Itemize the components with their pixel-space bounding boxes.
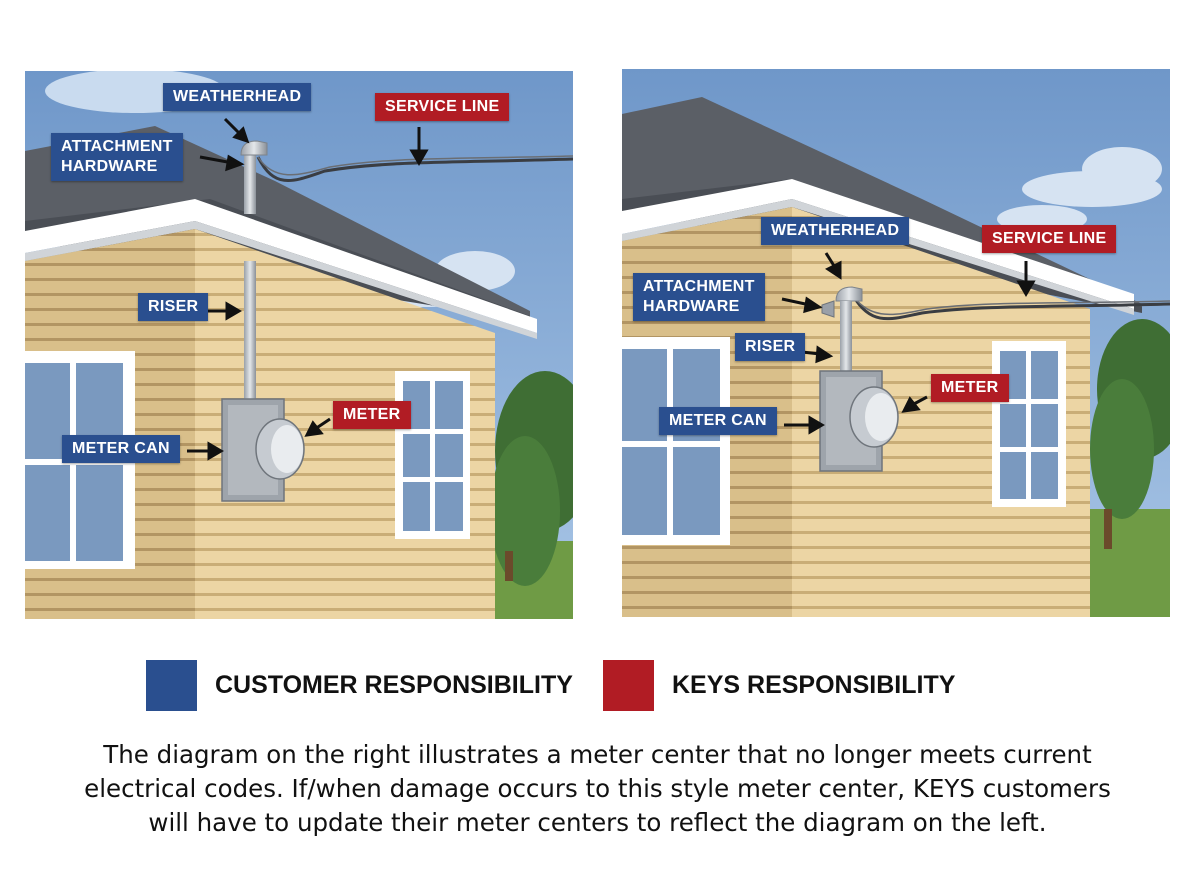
right-service-line-label: SERVICE LINE (982, 225, 1117, 253)
keys-responsibility-label: KEYS RESPONSIBILITY (672, 671, 956, 699)
right-meter-can-label: METER CAN (659, 407, 777, 435)
right-diagram: WEATHERHEAD SERVICE LINE ATTACHMENT HARD… (622, 69, 1170, 617)
left-meter-can-label: METER CAN (62, 435, 180, 463)
right-attachment-hardware-line1: ATTACHMENT (643, 278, 755, 295)
right-meter-label: METER (931, 374, 1009, 402)
left-service-line-label: SERVICE LINE (375, 93, 510, 121)
left-attachment-hardware-line1: ATTACHMENT (61, 138, 173, 155)
left-attachment-hardware-label: ATTACHMENT HARDWARE (51, 133, 183, 181)
keys-color-swatch (603, 660, 654, 711)
caption-line-3: will have to update their meter centers … (148, 808, 1047, 837)
right-house-illustration (622, 69, 1170, 617)
left-riser-label: RISER (138, 293, 209, 321)
left-house-illustration (25, 71, 573, 619)
right-attachment-hardware-label: ATTACHMENT HARDWARE (633, 273, 765, 321)
customer-responsibility-label: CUSTOMER RESPONSIBILITY (215, 671, 573, 699)
left-meter-label: METER (333, 401, 411, 429)
left-attachment-hardware-line2: HARDWARE (61, 158, 158, 175)
left-weatherhead-label: WEATHERHEAD (163, 83, 312, 111)
right-riser-label: RISER (735, 333, 806, 361)
right-weatherhead-label: WEATHERHEAD (761, 217, 910, 245)
caption-line-1: The diagram on the right illustrates a m… (103, 740, 1092, 769)
right-attachment-hardware-line2: HARDWARE (643, 298, 740, 315)
left-diagram: WEATHERHEAD SERVICE LINE ATTACHMENT HARD… (25, 71, 573, 619)
customer-color-swatch (146, 660, 197, 711)
legend-customer: CUSTOMER RESPONSIBILITY (146, 660, 573, 711)
legend-keys: KEYS RESPONSIBILITY (603, 660, 955, 711)
caption: The diagram on the right illustrates a m… (40, 738, 1155, 840)
caption-line-2: electrical codes. If/when damage occurs … (84, 774, 1111, 803)
